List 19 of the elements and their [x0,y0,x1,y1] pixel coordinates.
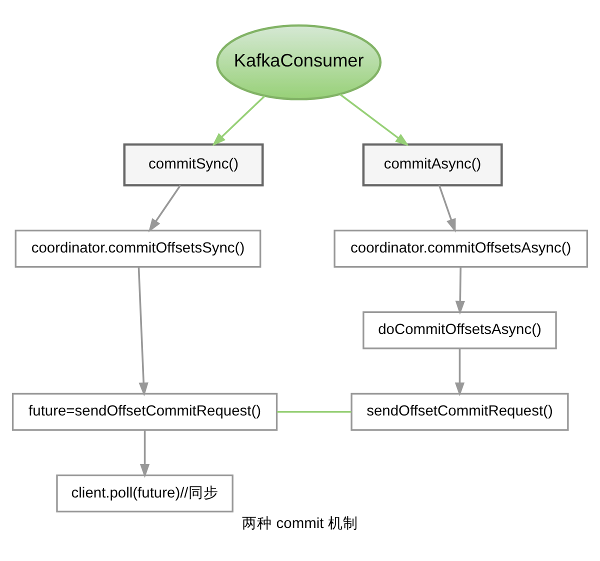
node-box: commitSync() [123,142,264,186]
node-box: sendOffsetCommitRequest() [350,392,569,430]
arrow [340,93,410,146]
arrow [438,184,456,232]
arrow [455,266,465,314]
node-box: commitAsync() [362,142,503,186]
arrow [140,430,150,478]
connector [277,410,352,412]
arrow [138,266,148,396]
node-box: doCommitOffsetsAsync() [362,310,557,349]
arrow [148,184,182,232]
node-box: coordinator.commitOffsetsSync() [14,229,262,268]
caption: 两种 commit 机制 [242,515,358,532]
node-box: future=sendOffsetCommitRequest() [12,392,278,430]
node-box: client.poll(future)//同步 [56,474,234,512]
node-ellipse: KafkaConsumer [216,24,382,100]
node-box: coordinator.commitOffsetsAsync() [334,229,588,268]
arrow [454,348,465,396]
arrow [212,94,266,146]
